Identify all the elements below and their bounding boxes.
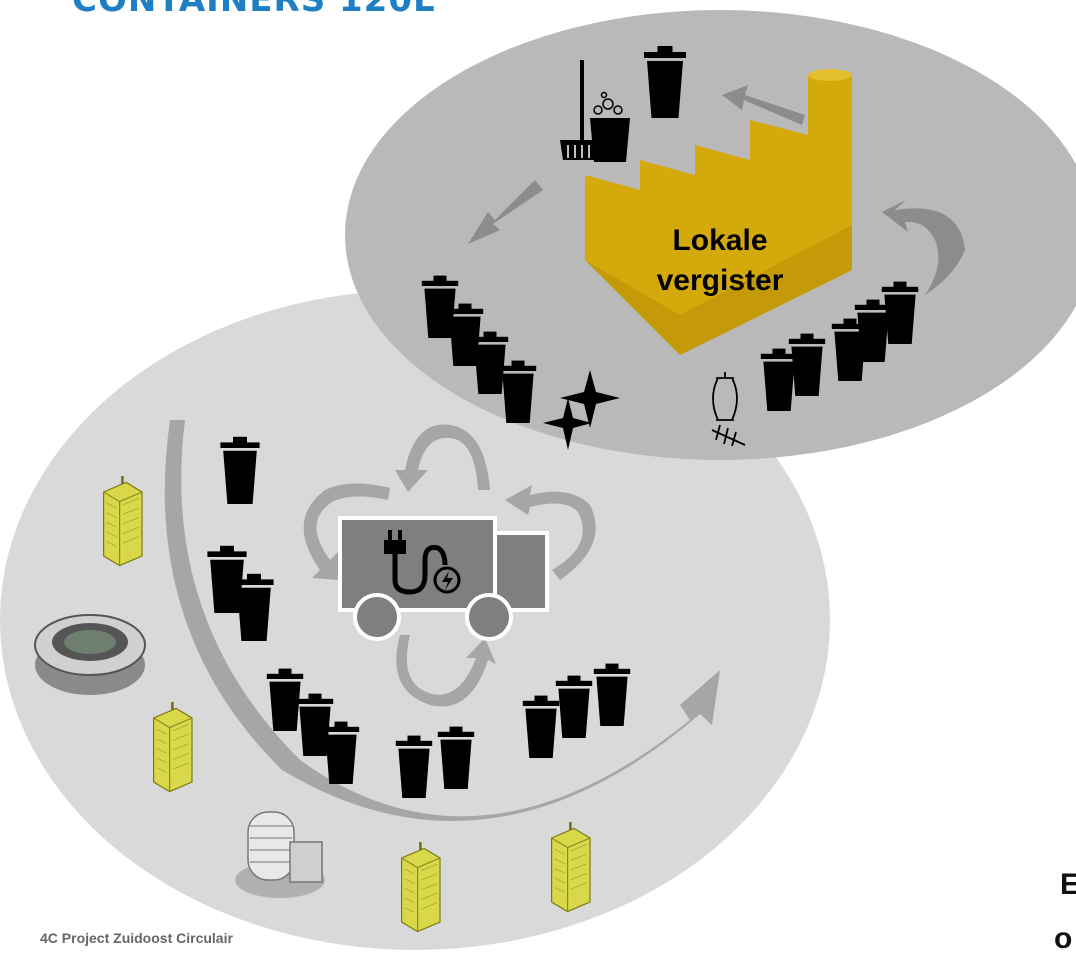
office-building-icon	[550, 821, 591, 913]
food-waste-icon	[711, 372, 746, 447]
factory-label-line2: vergister	[657, 264, 784, 297]
edge-text-o: o	[1054, 922, 1073, 955]
plug-icon	[384, 530, 461, 595]
arrow-clean-to-bins	[468, 180, 543, 244]
electric-truck-icon	[338, 516, 549, 641]
office-building-icon	[235, 811, 325, 898]
office-building-icon	[401, 841, 441, 933]
sparkle-icon	[543, 370, 620, 450]
factory-label-line1: Lokale	[672, 224, 767, 257]
arrow-factory-to-clean	[722, 85, 805, 125]
office-building-icon	[153, 701, 193, 793]
stadium-icon	[34, 614, 146, 695]
local-area-circle	[0, 290, 830, 950]
page-title: CONTAINERS 120L	[72, 0, 436, 20]
footer-text: 4C Project Zuidoost Circulair	[40, 930, 233, 946]
office-building-icon	[102, 475, 143, 567]
factory-icon	[585, 69, 852, 355]
truck-cycle-arrows	[303, 424, 596, 707]
cleaning-bucket-icon	[560, 60, 630, 162]
arrow-bins-to-factory	[882, 200, 965, 295]
edge-text-b: E	[1060, 868, 1076, 901]
